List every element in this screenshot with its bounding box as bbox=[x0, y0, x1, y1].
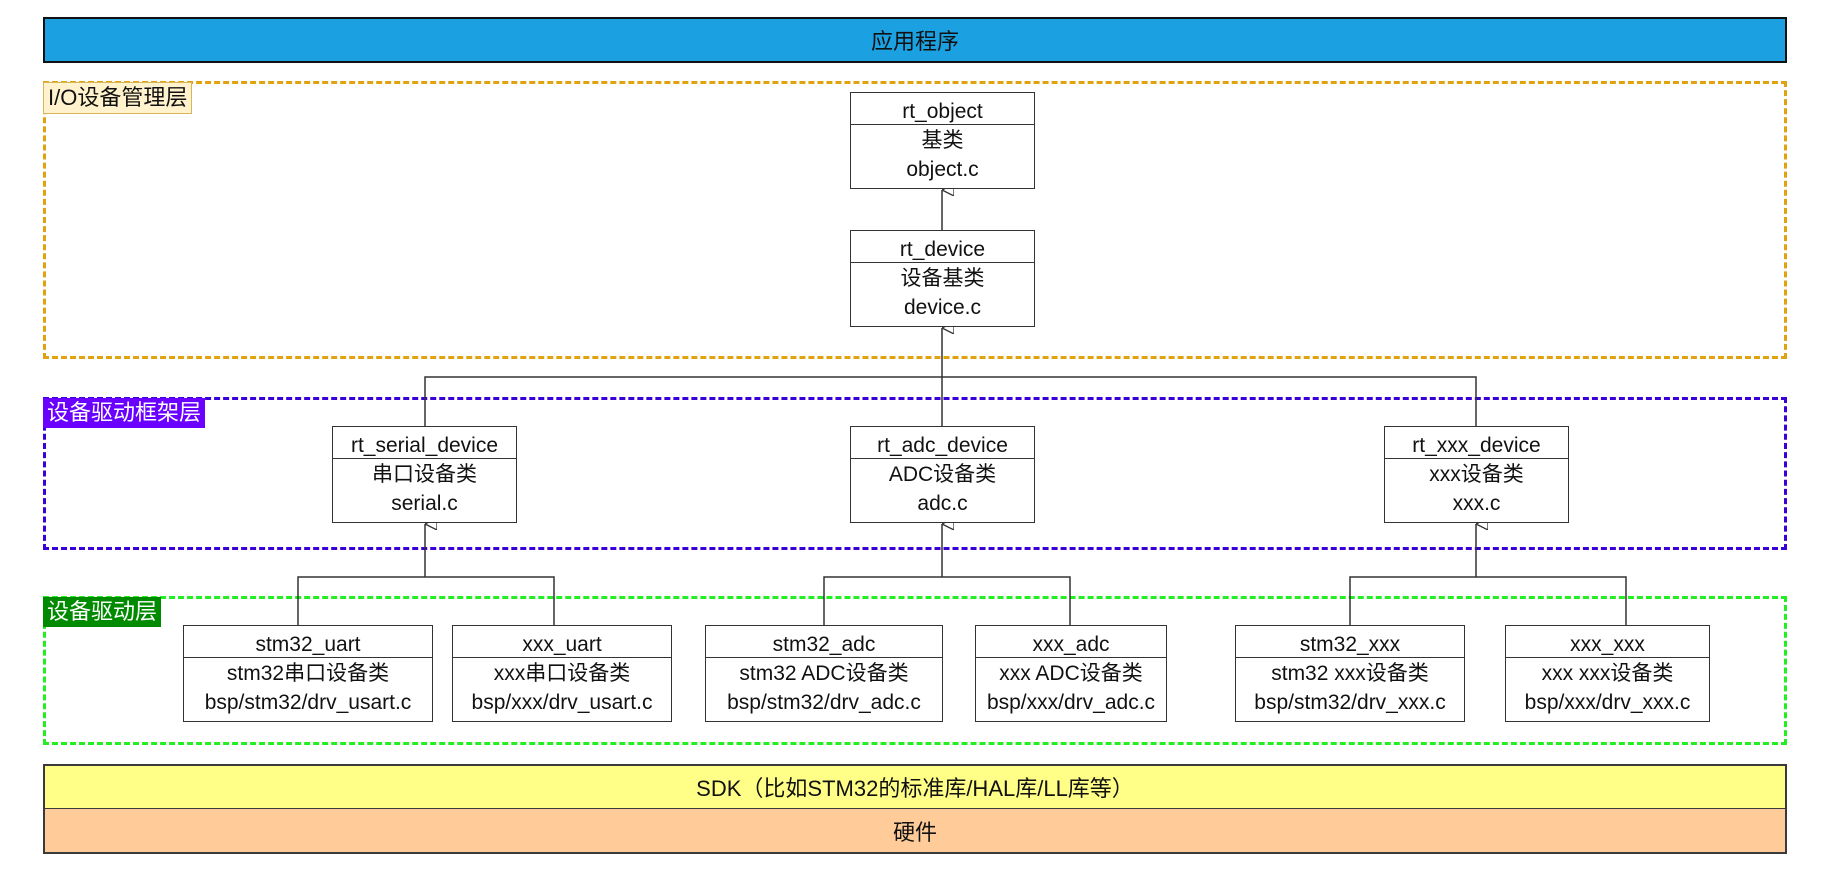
class-desc: xxx xxx设备类 bbox=[1541, 662, 1674, 686]
class-name: xxx_uart bbox=[453, 626, 671, 658]
bus-xxx bbox=[1349, 576, 1627, 625]
device-driver-layer bbox=[43, 596, 1787, 745]
class-name: xxx_xxx bbox=[1506, 626, 1709, 658]
class-desc: 设备基类 bbox=[900, 267, 985, 291]
class-xxx-adc: xxx_adc xxx ADC设备类 bsp/xxx/drv_adc.c bbox=[975, 625, 1167, 722]
class-stm32-xxx: stm32_xxx stm32 xxx设备类 bsp/stm32/drv_xxx.… bbox=[1235, 625, 1465, 722]
class-name: xxx_adc bbox=[976, 626, 1166, 658]
bus-serial bbox=[297, 576, 555, 625]
class-file: object.c bbox=[906, 157, 979, 181]
class-desc: 基类 bbox=[921, 129, 964, 153]
class-desc: 串口设备类 bbox=[372, 463, 477, 487]
bus-adc bbox=[823, 576, 1071, 625]
io-device-management-layer bbox=[43, 81, 1787, 359]
hardware-layer-bar: 硬件 bbox=[43, 808, 1787, 854]
device-driver-framework-layer bbox=[43, 397, 1787, 550]
class-desc: stm32串口设备类 bbox=[226, 662, 390, 686]
class-file: bsp/stm32/drv_usart.c bbox=[204, 690, 412, 714]
application-layer-label: 应用程序 bbox=[870, 29, 959, 54]
application-layer-bar: 应用程序 bbox=[43, 17, 1787, 63]
class-file: xxx.c bbox=[1452, 491, 1501, 515]
class-desc: stm32 ADC设备类 bbox=[739, 662, 909, 686]
class-rt-serial-device: rt_serial_device 串口设备类 serial.c bbox=[332, 426, 517, 523]
framework-layer-label: 设备驱动框架层 bbox=[43, 398, 206, 428]
class-file: bsp/xxx/drv_usart.c bbox=[471, 690, 653, 714]
class-stm32-adc: stm32_adc stm32 ADC设备类 bsp/stm32/drv_adc.… bbox=[705, 625, 943, 722]
class-desc: xxx串口设备类 bbox=[493, 662, 631, 686]
class-name: rt_xxx_device bbox=[1385, 427, 1568, 459]
class-desc: ADC设备类 bbox=[888, 463, 997, 487]
io-layer-label: I/O设备管理层 bbox=[43, 82, 193, 114]
class-xxx-xxx: xxx_xxx xxx xxx设备类 bsp/xxx/drv_xxx.c bbox=[1505, 625, 1710, 722]
class-rt-adc-device: rt_adc_device ADC设备类 adc.c bbox=[850, 426, 1035, 523]
class-file: bsp/stm32/drv_adc.c bbox=[727, 690, 921, 714]
class-file: bsp/stm32/drv_xxx.c bbox=[1254, 690, 1446, 714]
sdk-layer-label: SDK（比如STM32的标准库/HAL库/LL库等） bbox=[696, 776, 1134, 801]
class-desc: stm32 xxx设备类 bbox=[1271, 662, 1429, 686]
bus-framework bbox=[424, 376, 1477, 426]
driver-layer-label: 设备驱动层 bbox=[43, 597, 162, 627]
class-desc: xxx ADC设备类 bbox=[999, 662, 1143, 686]
class-stm32-uart: stm32_uart stm32串口设备类 bsp/stm32/drv_usart… bbox=[183, 625, 433, 722]
class-desc: xxx设备类 bbox=[1429, 463, 1524, 487]
class-xxx-uart: xxx_uart xxx串口设备类 bsp/xxx/drv_usart.c bbox=[452, 625, 672, 722]
class-file: adc.c bbox=[917, 491, 968, 515]
class-file: bsp/xxx/drv_xxx.c bbox=[1524, 690, 1691, 714]
class-rt-device: rt_device 设备基类 device.c bbox=[850, 230, 1035, 327]
class-file: bsp/xxx/drv_adc.c bbox=[986, 690, 1156, 714]
class-name: rt_adc_device bbox=[851, 427, 1034, 459]
class-name: rt_device bbox=[851, 231, 1034, 263]
class-name: rt_object bbox=[851, 93, 1034, 125]
class-file: serial.c bbox=[391, 491, 458, 515]
class-name: stm32_uart bbox=[184, 626, 432, 658]
class-rt-xxx-device: rt_xxx_device xxx设备类 xxx.c bbox=[1384, 426, 1569, 523]
class-name: rt_serial_device bbox=[333, 427, 516, 459]
class-rt-object: rt_object 基类 object.c bbox=[850, 92, 1035, 189]
hardware-layer-label: 硬件 bbox=[892, 819, 937, 845]
class-name: stm32_xxx bbox=[1236, 626, 1464, 658]
class-file: device.c bbox=[903, 295, 982, 319]
class-name: stm32_adc bbox=[706, 626, 942, 658]
sdk-layer-bar: SDK（比如STM32的标准库/HAL库/LL库等） bbox=[43, 764, 1787, 809]
